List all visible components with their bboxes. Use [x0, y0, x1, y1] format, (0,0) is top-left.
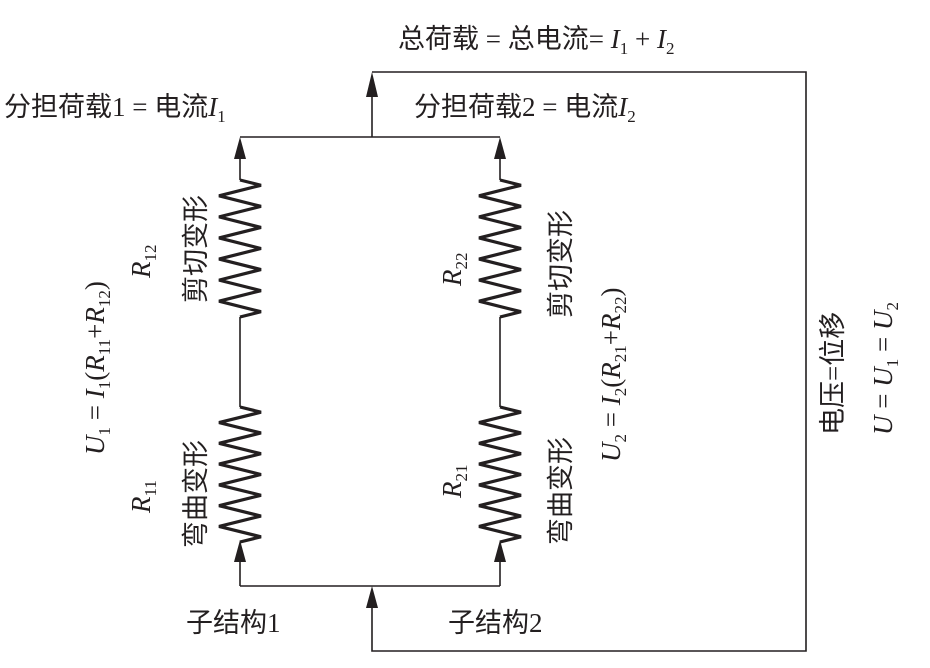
text-part: + [596, 330, 626, 345]
wires [239, 71, 807, 652]
voltage-displacement-label: 电压=位移 [818, 312, 848, 435]
bending-deformation-left-label: 弯曲变形 [181, 440, 211, 548]
text-part: U [868, 309, 898, 330]
text-part: R [596, 313, 626, 331]
text-part: R [126, 261, 156, 279]
u-equality-formula: U = U1 = U2 [868, 302, 902, 435]
text-part: 2 [883, 302, 902, 311]
text-part: 弯曲变形 [546, 437, 576, 545]
text-part: + [80, 324, 110, 339]
text-part: 12 [141, 245, 160, 262]
text-part: 11 [95, 339, 114, 355]
text-part: 2 [611, 434, 630, 443]
text-part: 分担荷载1 = 电流 [4, 92, 208, 122]
u2-formula: U2 = I2(R21+R22) [596, 288, 630, 462]
text-part: = [868, 387, 898, 416]
text-part: 1 [217, 107, 226, 126]
text-part: R [437, 481, 467, 499]
text-part: 弯曲变形 [181, 440, 211, 548]
text-part: I [80, 387, 110, 399]
r11-label: R11 [126, 480, 160, 514]
text-part: ( [596, 379, 626, 388]
text-part: 1 [620, 39, 629, 58]
r22-label: R22 [437, 253, 471, 288]
arrow-up-icon [234, 137, 246, 159]
text-part: = [868, 330, 898, 359]
arrow-up-icon [366, 586, 378, 608]
text-part: ( [80, 372, 110, 381]
text-part: 1 [95, 427, 114, 436]
text-part: 子结构2 [448, 608, 543, 638]
text-part: 剪切变形 [546, 210, 576, 318]
text-part: 21 [611, 345, 630, 362]
text-part: U [596, 441, 626, 462]
text-part: I [610, 24, 622, 54]
return-loop-wire [371, 71, 807, 652]
text-part: U [80, 434, 110, 455]
text-part: 子结构1 [186, 608, 281, 638]
text-part: 2 [627, 107, 636, 126]
text-part: I [656, 24, 668, 54]
u1-formula: U1 = I1(R11+R12) [80, 281, 114, 455]
text-part: ) [80, 281, 110, 290]
text-part: ) [596, 288, 626, 297]
text-part: 21 [452, 465, 471, 482]
text-part: U [868, 414, 898, 435]
text-part: 22 [452, 253, 471, 270]
text-part: 电压=位移 [818, 312, 848, 435]
arrow-up-icon [494, 137, 506, 159]
text-part: R [126, 496, 156, 514]
text-part: I [596, 394, 626, 406]
spring-r22-shear [478, 178, 522, 319]
text-part: 12 [95, 290, 114, 307]
r21-label: R21 [437, 465, 471, 500]
spring-r11-bending [218, 405, 262, 544]
arrow-up-icon [234, 540, 246, 562]
spring-r12-shear [218, 178, 262, 319]
arrows [234, 72, 506, 608]
text-part: I [617, 92, 629, 122]
text-part: R [596, 362, 626, 380]
arrow-up-icon [494, 540, 506, 562]
text-part: + [628, 24, 657, 54]
shear-deformation-left-label: 剪切变形 [181, 195, 211, 303]
text-part: 2 [666, 39, 675, 58]
text-part: = [80, 398, 110, 427]
text-part: 分担荷载2 = 电流 [414, 92, 618, 122]
load2-label: 分担荷载2 = 电流I2 [414, 92, 636, 126]
text-part: R [80, 355, 110, 373]
text-part: 1 [95, 381, 114, 390]
text-part: 1 [883, 359, 902, 368]
text-part: 22 [611, 297, 630, 314]
shear-deformation-right-label: 剪切变形 [546, 210, 576, 318]
text-part: I [207, 92, 219, 122]
load1-label: 分担荷载1 = 电流I1 [4, 92, 226, 126]
text-part: R [437, 269, 467, 287]
text-part: 11 [141, 480, 160, 496]
spring-r21-bending [478, 405, 522, 544]
text-part: = [596, 405, 626, 434]
total-load-label: 总荷载 = 总电流= I1 + I2 [398, 24, 674, 58]
substructure2-label: 子结构2 [448, 608, 543, 638]
text-part: R [80, 307, 110, 325]
substructure1-label: 子结构1 [186, 608, 281, 638]
text-part: 2 [611, 388, 630, 397]
arrow-up-icon [366, 72, 378, 97]
text-part: 总荷载 = 总电流= [398, 24, 611, 54]
text-part: U [868, 366, 898, 387]
bending-deformation-right-label: 弯曲变形 [546, 437, 576, 545]
r12-label: R12 [126, 245, 160, 280]
text-part: 剪切变形 [181, 195, 211, 303]
